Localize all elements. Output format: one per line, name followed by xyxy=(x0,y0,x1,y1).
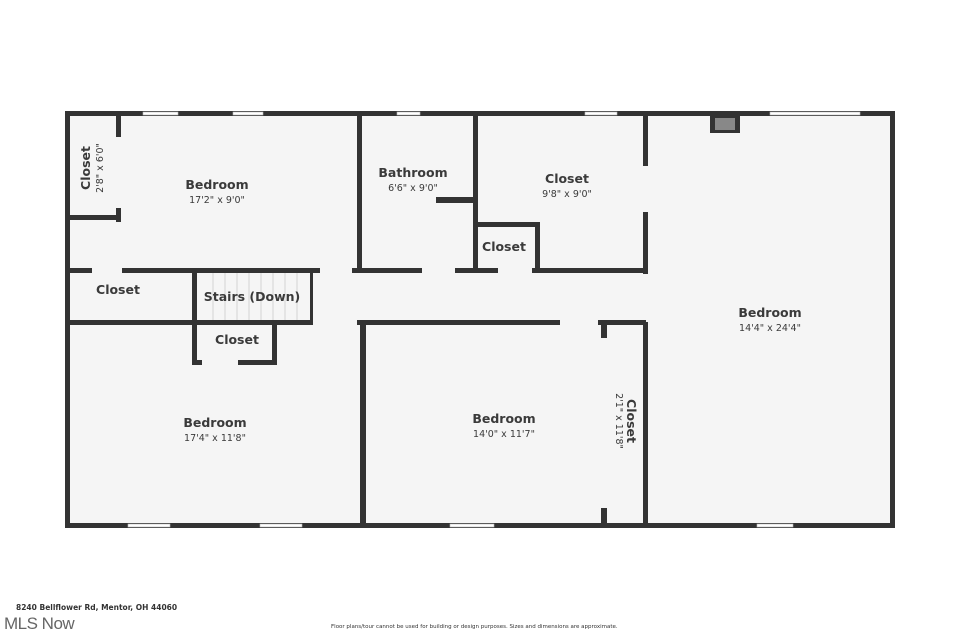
room-dims: 2'8" x 6'0" xyxy=(95,143,106,193)
room-label: Stairs (Down) xyxy=(204,289,301,304)
room-label: Closet xyxy=(624,399,639,443)
room-dims: 9'8" x 9'0" xyxy=(542,189,592,200)
stair-treads xyxy=(212,273,298,320)
room-dims: 6'6" x 9'0" xyxy=(388,183,438,194)
room-label: Closet xyxy=(545,171,589,186)
fireplace-icon xyxy=(710,116,740,133)
room-dims: 14'4" x 24'4" xyxy=(739,323,801,334)
room-label: Bedroom xyxy=(738,305,801,320)
room-dims: 17'4" x 11'8" xyxy=(184,433,246,444)
disclaimer: Floor plans/tour cannot be used for buil… xyxy=(331,624,618,630)
room-label: Closet xyxy=(78,146,93,190)
room-dims: 17'2" x 9'0" xyxy=(189,195,245,206)
room-label: Closet xyxy=(96,282,140,297)
room-label: Bedroom xyxy=(183,415,246,430)
room-label: Bedroom xyxy=(185,177,248,192)
room-dims: 14'0" x 11'7" xyxy=(473,429,535,440)
windows xyxy=(127,111,861,528)
room-dims: 2'1" x 11'8" xyxy=(613,393,624,449)
room-label: Closet xyxy=(482,239,526,254)
mls-logo: MLS Now xyxy=(4,614,75,633)
floor-area xyxy=(65,111,895,528)
room-label: Bathroom xyxy=(378,165,447,180)
property-address: 8240 Bellflower Rd, Mentor, OH 44060 xyxy=(16,603,178,612)
room-label: Closet xyxy=(215,332,259,347)
room-label: Bedroom xyxy=(472,411,535,426)
